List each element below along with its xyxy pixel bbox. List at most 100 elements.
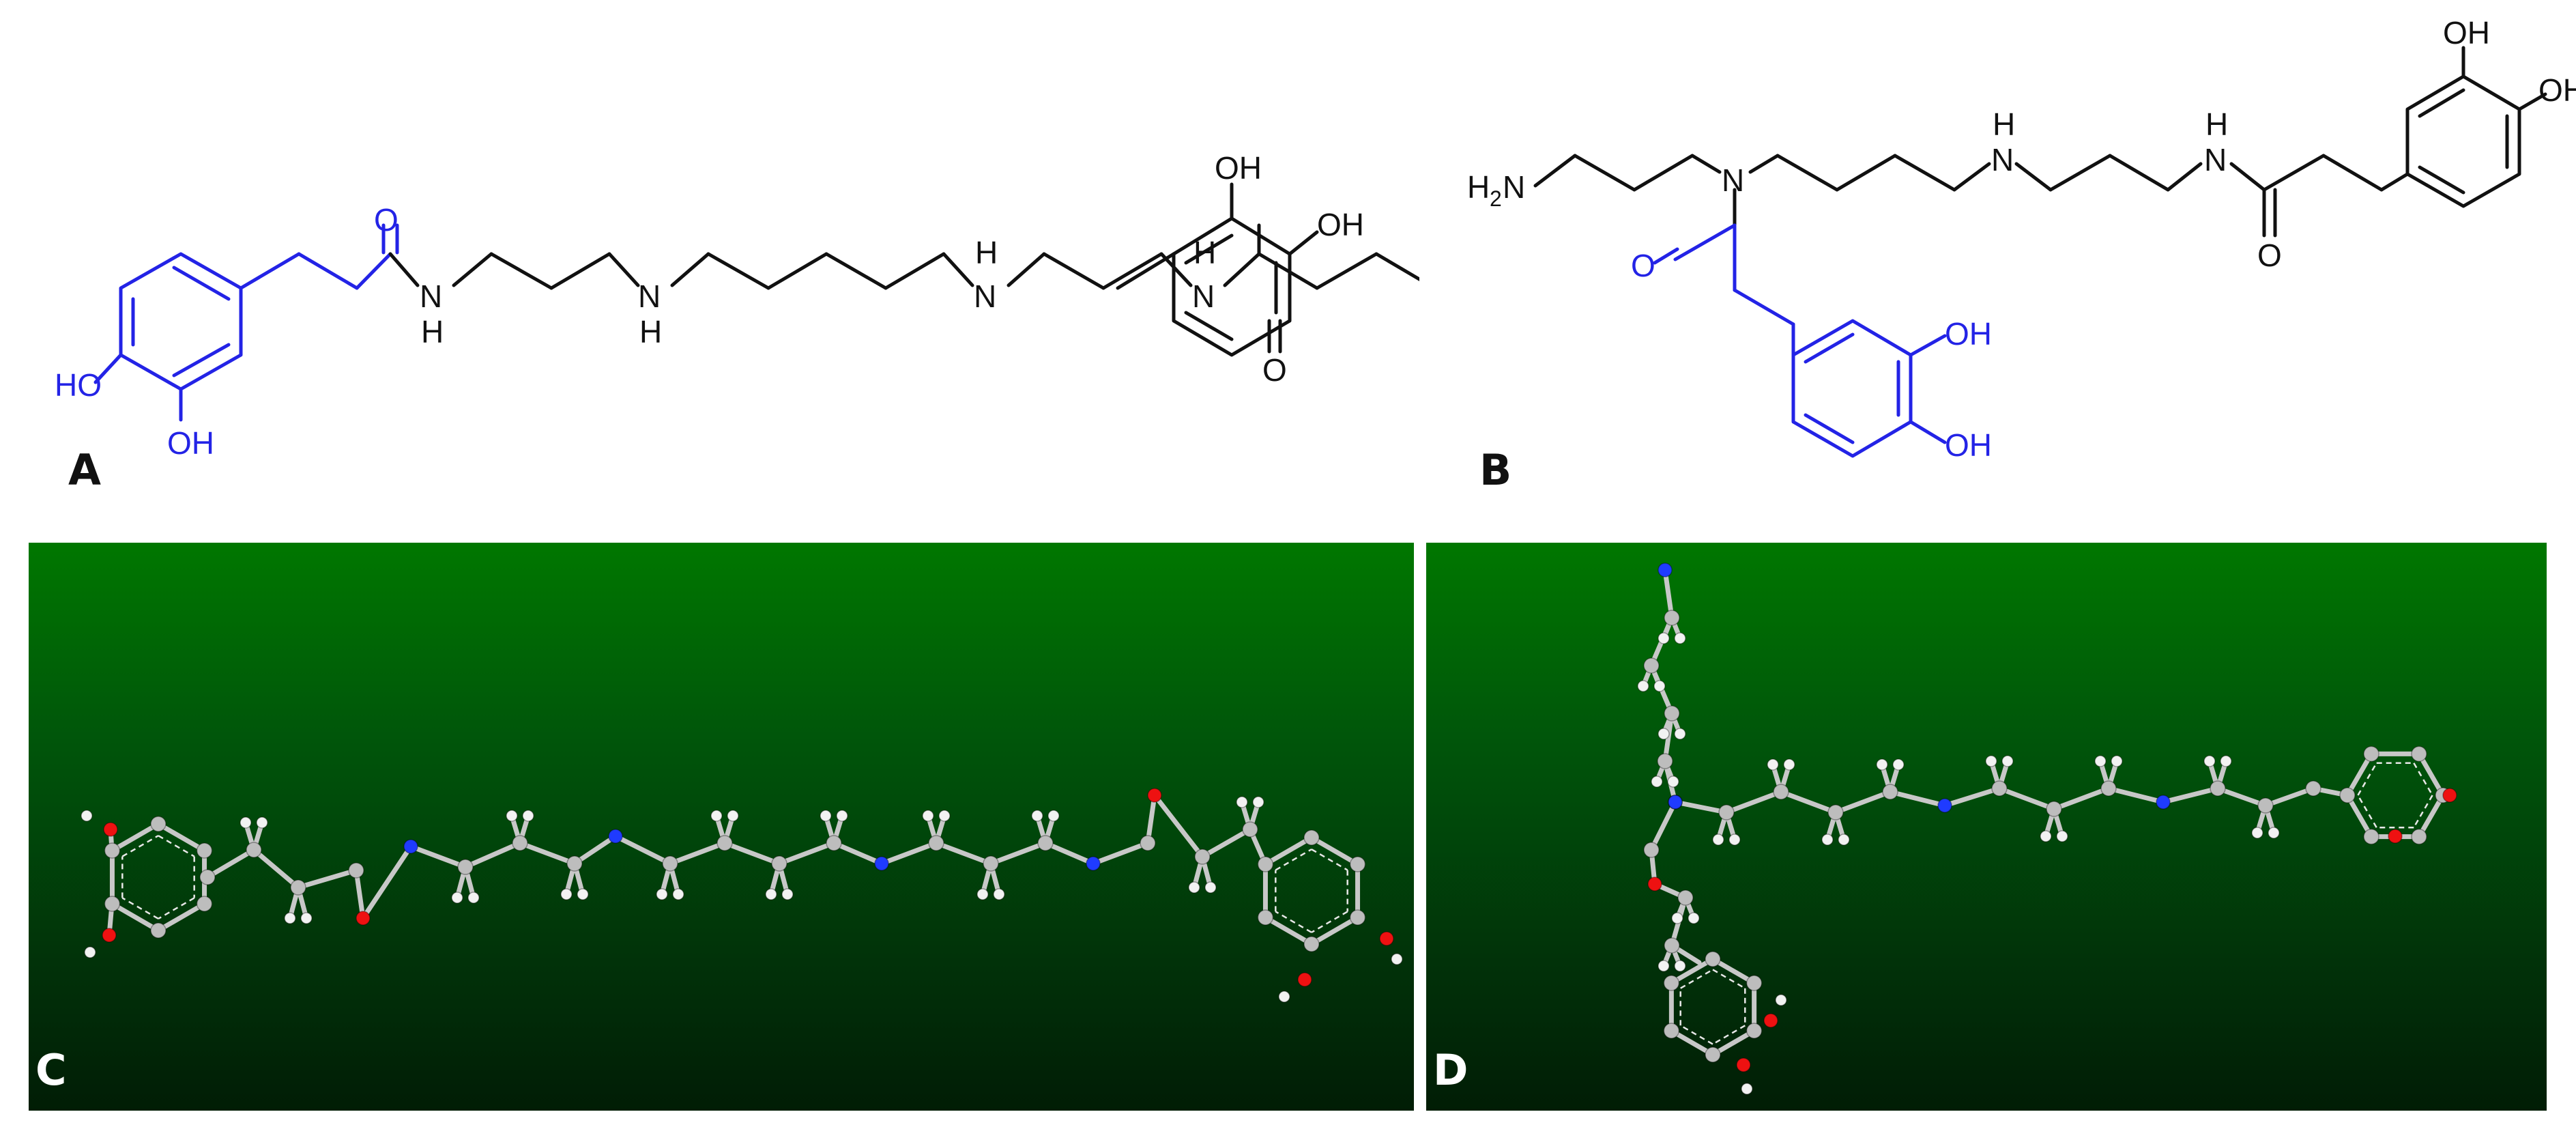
- atom-sphere: [1658, 960, 1670, 972]
- atom-sphere: [1242, 821, 1258, 838]
- atom-sphere: [1349, 856, 1366, 872]
- atom-sphere: [2203, 755, 2216, 767]
- atom-sphere: [2156, 795, 2171, 810]
- atom-sphere: [1663, 1023, 1680, 1039]
- bond-stick: [1275, 911, 1312, 933]
- atom-sphere: [922, 810, 934, 822]
- bond-stick: [121, 897, 159, 920]
- atom-sphere: [2056, 830, 2068, 842]
- atom-sphere: [2210, 780, 2226, 797]
- bond-stick: [1942, 786, 2002, 808]
- atom-sphere: [1736, 1057, 1751, 1072]
- atom-sphere: [771, 855, 787, 872]
- bond-stick: [1311, 849, 1348, 871]
- atom-sphere: [2251, 827, 2263, 839]
- atom-sphere: [356, 911, 371, 926]
- atom-sphere: [1668, 795, 1683, 810]
- atom-sphere: [2305, 780, 2321, 797]
- atom-h: H: [1993, 106, 2015, 142]
- bond-stick: [158, 897, 195, 920]
- atom-n: N: [420, 279, 442, 314]
- bond-stick: [205, 847, 257, 880]
- bond-stick: [1680, 1025, 1713, 1045]
- atom-n: N: [2204, 142, 2227, 177]
- atom-sphere: [2111, 755, 2123, 767]
- atom-sphere: [1773, 784, 1789, 800]
- atom-sphere: [2100, 780, 2117, 797]
- bond-stick: [109, 901, 161, 933]
- bond-stick: [1668, 956, 1716, 986]
- bond-stick: [109, 821, 161, 853]
- atom-sphere: [1303, 829, 1320, 846]
- bond-stick: [2345, 793, 2374, 840]
- bond-stick: [1275, 849, 1312, 871]
- atom-sphere: [1705, 951, 1721, 967]
- atom-sphere: [199, 869, 216, 885]
- atom-sphere: [1303, 936, 1320, 952]
- bond-stick: [360, 844, 414, 921]
- atom-sphere: [1746, 975, 1763, 991]
- atom-sphere: [560, 888, 573, 900]
- atom-sphere: [103, 822, 118, 837]
- atom-sphere: [1086, 856, 1101, 871]
- bond-stick: [1680, 969, 1713, 989]
- atom-sphere: [1783, 758, 1795, 771]
- atom-sphere: [467, 892, 480, 904]
- atom-sphere: [300, 912, 313, 924]
- atom-sphere: [506, 810, 518, 822]
- atom-sphere: [150, 816, 167, 832]
- atom-sphere: [102, 928, 117, 943]
- atom-sphere: [1712, 833, 1724, 846]
- bond-stick: [777, 840, 837, 866]
- atom-sphere: [1728, 833, 1741, 846]
- atom-oh: OH: [1215, 150, 1262, 186]
- atom-sphere: [1821, 833, 1834, 846]
- atom-sphere: [1140, 835, 1156, 851]
- bond-stick: [158, 835, 195, 857]
- panel-a: O HO OH N H N H N H N H O OH OH A: [0, 0, 1436, 526]
- atom-sphere: [1991, 780, 2008, 797]
- atom-sphere: [2257, 797, 2274, 814]
- atom-sphere: [1741, 1083, 1753, 1095]
- bond-stick: [2413, 795, 2433, 828]
- panel-label-d: D: [1433, 1045, 1468, 1095]
- atom-sphere: [1643, 842, 1660, 858]
- atom-sphere: [457, 859, 474, 875]
- atom-sphere: [1664, 937, 1680, 954]
- bond-stick: [572, 833, 618, 866]
- atom-n: N: [974, 279, 996, 314]
- atom-sphere: [1663, 975, 1680, 991]
- atom-sphere: [1297, 972, 1312, 987]
- atom-n: N: [638, 279, 661, 314]
- atom-oh: OH: [2443, 15, 2490, 51]
- bond-stick: [988, 840, 1048, 866]
- atom-sphere: [522, 810, 534, 822]
- atom-sphere: [104, 896, 121, 912]
- bond-stick: [408, 844, 468, 870]
- atom-sphere: [820, 810, 832, 822]
- atom-sphere: [1204, 881, 1217, 894]
- bond-stick: [1668, 1028, 1716, 1057]
- atom-sphere: [608, 829, 623, 844]
- model-3d-c: [81, 788, 1403, 1003]
- atom-sphere: [710, 810, 723, 822]
- bond-stick: [1887, 789, 1948, 808]
- structure-b: H 2 N N N H N H O OH OH O OH OH: [1467, 15, 2576, 463]
- atom-sphere: [2001, 755, 2014, 767]
- bond-stick: [1262, 915, 1314, 947]
- atom-sphere: [1671, 912, 1683, 924]
- bond-stick: [1309, 915, 1361, 947]
- panel-c: C: [29, 543, 1414, 1111]
- atom-sphere: [84, 946, 96, 958]
- bond-stick: [2357, 763, 2377, 796]
- bond-stick: [463, 840, 523, 870]
- atom-sphere: [1664, 705, 1680, 722]
- atom-sphere: [1937, 798, 1952, 813]
- atom-h: H: [2205, 106, 2228, 142]
- atom-sphere: [1677, 889, 1694, 906]
- panel-d: D: [1426, 543, 2547, 1111]
- atom-sphere: [290, 879, 306, 896]
- atom-sphere: [348, 862, 364, 879]
- model-3d-d: [1637, 562, 2457, 1095]
- atom-sphere: [983, 855, 999, 872]
